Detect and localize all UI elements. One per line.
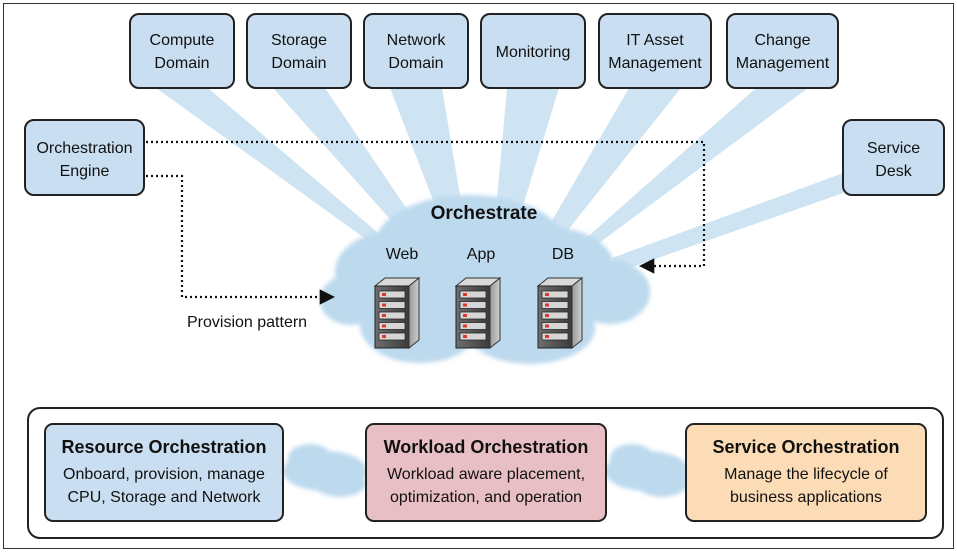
server-icon-db — [536, 276, 584, 350]
orchestration-type-1-line-0: Workload aware placement, — [387, 466, 585, 483]
server-icon-app — [454, 276, 502, 350]
beam-4 — [532, 88, 681, 255]
bottom-cloud-right — [605, 444, 689, 497]
server-icon-web — [373, 276, 421, 350]
engine-feedback-connector — [146, 140, 706, 274]
orchestration-engine-line2: Engine — [60, 163, 110, 180]
orchestration-type-0-title: Resource Orchestration — [61, 437, 266, 457]
domain-box-0-line-0: Compute — [150, 32, 215, 49]
provision-label: Provision pattern — [187, 314, 307, 331]
server-label-app: App — [467, 246, 496, 263]
domain-box-3: Monitoring — [480, 13, 586, 89]
service-desk-line1: Service — [867, 140, 920, 157]
domain-box-1-line-0: Storage — [271, 32, 327, 49]
domain-box-4-line-1: Management — [608, 55, 702, 72]
domain-box-4-line-0: IT Asset — [626, 32, 684, 49]
cloud-title: Orchestrate — [431, 203, 538, 224]
service-desk-box: Service Desk — [842, 119, 945, 196]
orchestration-engine-line1: Orchestration — [36, 140, 132, 157]
outer-frame — [3, 3, 954, 549]
domain-box-5-line-1: Management — [736, 55, 830, 72]
domain-box-2-line-1: Domain — [388, 55, 443, 72]
orchestration-engine-box: Orchestration Engine — [24, 119, 145, 196]
domain-box-5-line-0: Change — [754, 32, 810, 49]
orchestration-type-1-line-1: optimization, and operation — [390, 489, 582, 506]
service-desk-line2: Desk — [875, 163, 912, 180]
beam-0 — [156, 88, 404, 255]
orchestration-type-1-title: Workload Orchestration — [384, 437, 589, 457]
orchestration-type-2-line-1: business applications — [730, 489, 882, 506]
beam-5 — [567, 88, 808, 255]
orchestration-type-2-title: Service Orchestration — [712, 437, 899, 457]
provision-connector — [146, 174, 336, 305]
beam-service-desk — [612, 172, 846, 272]
domain-boxes: ComputeDomainStorageDomainNetworkDomainM… — [129, 13, 839, 89]
domain-box-0-line-1: Domain — [154, 55, 209, 72]
server-label-web: Web — [386, 246, 419, 263]
servers-layer — [373, 276, 584, 350]
domain-box-2-line-0: Network — [387, 32, 447, 49]
orchestration-type-0-line-0: Onboard, provision, manage — [63, 466, 265, 483]
server-label-db: DB — [552, 246, 574, 263]
domain-box-1-line-1: Domain — [271, 55, 326, 72]
orchestration-type-0-line-1: CPU, Storage and Network — [68, 489, 262, 506]
domain-box-3-line-0: Monitoring — [496, 44, 571, 61]
orchestration-type-2-line-0: Manage the lifecycle of — [724, 466, 888, 483]
bottom-cloud-left — [283, 444, 367, 497]
